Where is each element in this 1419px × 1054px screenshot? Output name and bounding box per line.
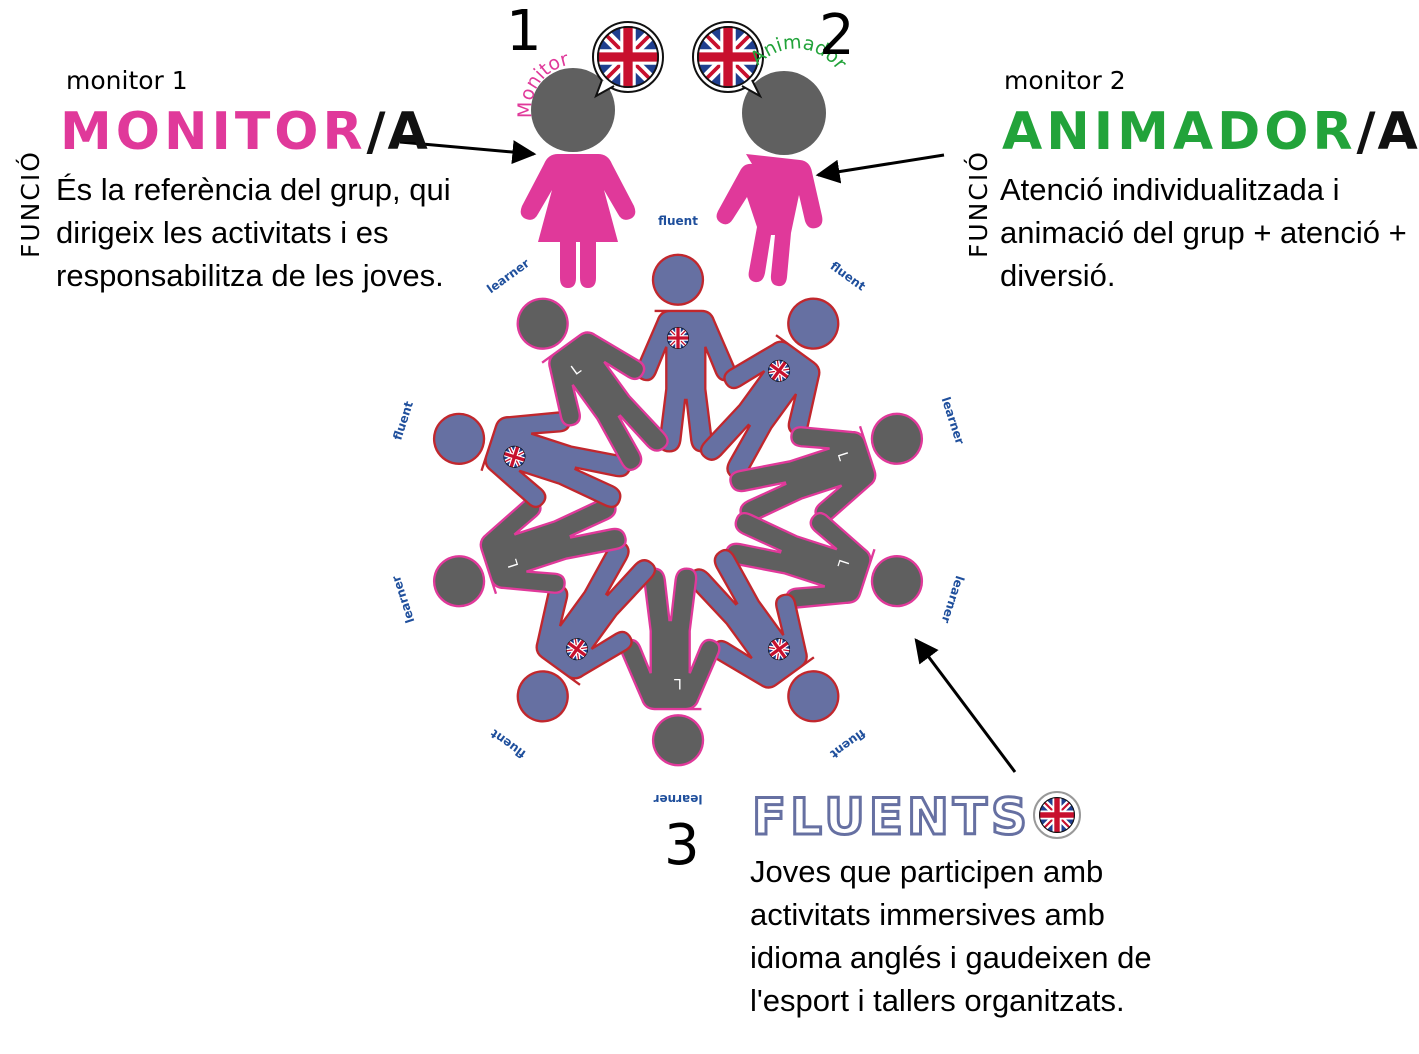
person-type-label: fluent [658, 214, 698, 228]
animador-funcio-label: FUNCIÓ [964, 150, 993, 258]
number-two: 2 [819, 3, 855, 68]
arrow-icon [914, 638, 1017, 773]
person-type-label: learner [389, 574, 417, 625]
arrow-icon [399, 140, 537, 165]
animador-small-label: monitor 2 [1004, 66, 1126, 95]
speech-bubble-icon [692, 21, 764, 99]
uk-flag-icon [1033, 791, 1081, 839]
monitor-title: MONITOR/A [60, 106, 430, 158]
monitor-title-text: MONITOR [60, 102, 367, 162]
animador-title-text: ANIMADOR [1002, 102, 1357, 162]
person-type-label: learner [939, 395, 967, 446]
arrow-icon [815, 153, 945, 184]
person-type-label: learner [939, 574, 967, 625]
monitor-title-suffix: /A [366, 102, 430, 162]
speech-bubble-icon [592, 21, 664, 99]
person-type-label: learner [484, 256, 532, 296]
uk-flag-icon [667, 327, 689, 349]
monitor-description: És la referència del grup, qui dirigeix … [56, 172, 451, 293]
number-three: 3 [664, 813, 700, 878]
person-type-label: fluent [828, 259, 869, 294]
animador-title-suffix: /A [1356, 102, 1419, 162]
animador-description: Atenció individualitzada i animació del … [1000, 172, 1407, 293]
monitor-funcio-label: FUNCIÓ [16, 150, 45, 258]
animador-title: ANIMADOR/A [1002, 106, 1419, 158]
monitor-small-label: monitor 1 [66, 66, 188, 95]
person-type-label: fluent [390, 399, 416, 441]
monitor-person-icon [520, 68, 636, 288]
learner-l-mark: L [674, 675, 682, 691]
number-one: 1 [506, 0, 542, 64]
person-type-label: learner [653, 792, 702, 806]
fluent-person-icon: fluent [635, 214, 737, 453]
ring-of-young-people: fluentfluentLlearnerLlearnerfluentLlearn… [389, 214, 967, 806]
person-type-label: fluent [488, 726, 529, 761]
person-type-label: fluent [827, 726, 868, 761]
fluents-description: Joves que participen amb activitats imme… [750, 854, 1152, 1018]
fluents-title: FLUENTS [751, 788, 1031, 846]
animador-person-icon [716, 71, 826, 287]
